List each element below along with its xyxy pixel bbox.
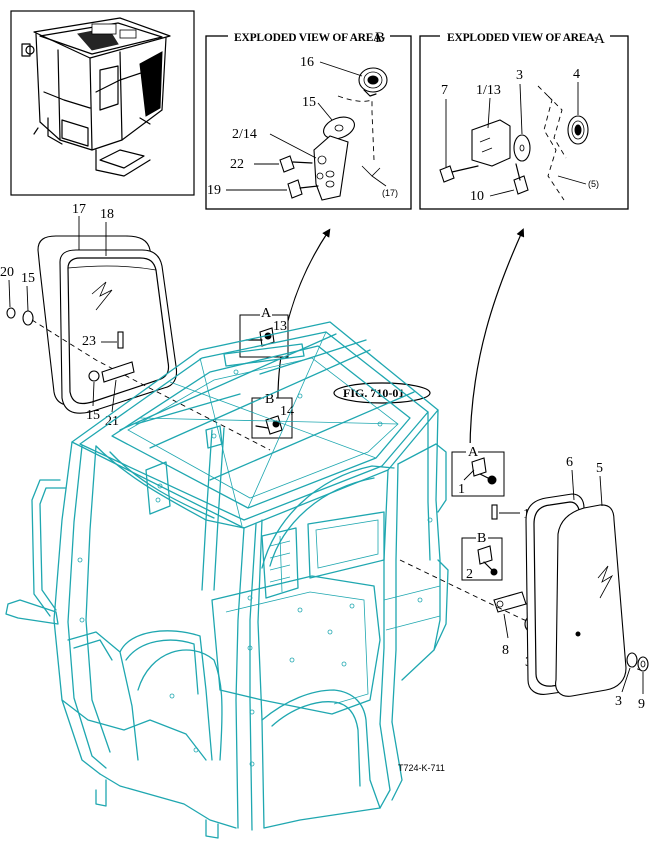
right-a-num: 1	[458, 482, 465, 497]
label-22: 22	[230, 157, 244, 172]
label-15: 15	[302, 95, 316, 110]
left-door-glass	[37, 235, 178, 414]
drawing-code: T724-K-711	[398, 763, 445, 773]
arrow-to-area-a	[469, 228, 525, 453]
area-a-letter: A	[594, 31, 605, 47]
label-7: 7	[441, 83, 448, 98]
label-3: 3	[516, 68, 523, 83]
ref-5: (5)	[588, 179, 599, 189]
grommet-part	[358, 67, 388, 97]
label-16: 16	[300, 55, 314, 70]
right-door-glass	[525, 493, 627, 697]
arrow-to-area-b	[277, 228, 331, 413]
label-5: 5	[596, 461, 603, 476]
label-18: 18	[100, 207, 114, 222]
area-b-letter: B	[375, 30, 385, 46]
label-3b: 3	[615, 694, 622, 709]
center-b-num: 14	[280, 404, 294, 419]
label-20: 20	[0, 265, 14, 280]
label-17: 17	[72, 202, 86, 217]
label-15a: 15	[21, 271, 35, 286]
area-b-title: EXPLODED VIEW OF AREA-	[234, 32, 385, 44]
center-a-num: 13	[273, 319, 287, 334]
callout-b-2: B 2	[461, 529, 503, 582]
exploded-view-area-b: EXPLODED VIEW OF AREA- B 16 15 2/14 22	[205, 29, 412, 210]
ref-17: (17)	[382, 188, 398, 198]
label-19: 19	[207, 183, 221, 198]
figure-ref-text: FIG. 710-01	[343, 386, 404, 400]
label-8: 8	[502, 643, 509, 658]
label-15b: 15	[86, 408, 100, 423]
callout-a-13: A 13	[239, 305, 289, 358]
label-4: 4	[573, 67, 580, 82]
exploded-view-area-a: EXPLODED VIEW OF AREA- A 4 3 1/13 7 10 (…	[419, 27, 629, 210]
callout-a-1: A 1	[451, 443, 505, 497]
label-23: 23	[82, 334, 96, 349]
label-2-14: 2/14	[232, 127, 257, 142]
area-a-title: EXPLODED VIEW OF AREA-	[447, 32, 598, 44]
figure-reference: FIG. 710-01	[333, 382, 431, 404]
center-b-letter: B	[265, 392, 274, 407]
right-b-num: 2	[466, 567, 473, 582]
cab-thumbnail	[10, 10, 195, 196]
label-1-13: 1/13	[476, 83, 501, 98]
label-9: 9	[638, 697, 645, 712]
cab-frame	[5, 321, 449, 839]
label-10: 10	[470, 189, 484, 204]
callout-b-14: B 14	[251, 390, 294, 439]
right-a-letter: A	[468, 445, 479, 460]
right-b-letter: B	[477, 531, 486, 546]
center-a-letter: A	[261, 306, 272, 321]
label-6: 6	[566, 455, 573, 470]
